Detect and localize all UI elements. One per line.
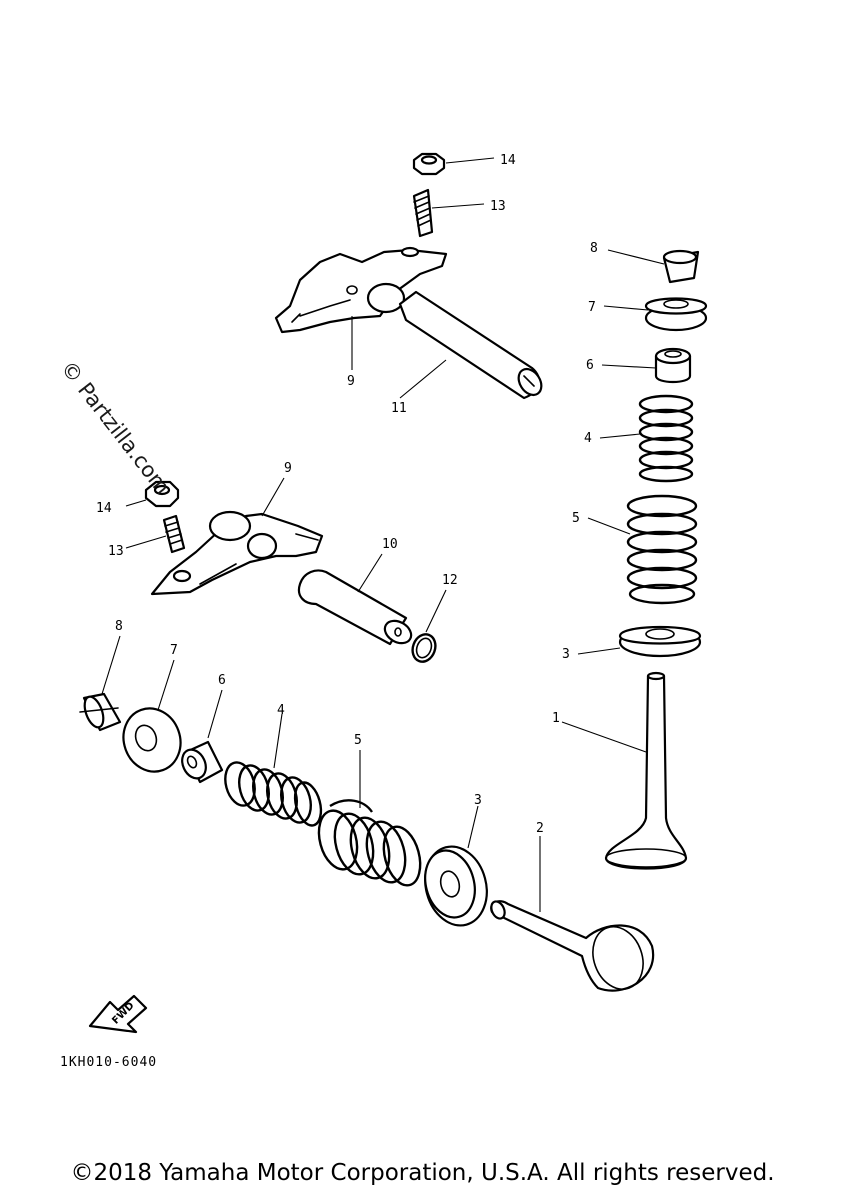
adjuster-screw-13-top <box>412 188 434 238</box>
valve-stem-seal-6-right <box>654 347 692 384</box>
rocker-shaft-11 <box>398 290 543 400</box>
nut-14-left <box>144 480 180 508</box>
valve-stem-seal-6-left <box>181 740 224 784</box>
callout-5-left: 5 <box>354 733 362 748</box>
valve-spring-5-left <box>317 799 422 887</box>
valve-cotter-8-left <box>79 692 122 732</box>
callout-1: 1 <box>552 711 560 726</box>
adjuster-screw-13-left <box>162 514 186 554</box>
callout-2: 2 <box>536 821 544 836</box>
callout-4-right: 4 <box>584 431 592 446</box>
rocker-arm-9-top <box>274 246 448 334</box>
valve-2 <box>490 900 655 992</box>
callout-6-right: 6 <box>586 358 594 373</box>
nut-14-top <box>412 152 446 176</box>
callout-9-top: 9 <box>347 374 355 389</box>
callout-13-top: 13 <box>490 199 506 214</box>
partzilla-watermark: © Partzilla.com <box>56 356 175 498</box>
valve-cotter-8-right <box>662 249 700 284</box>
fwd-arrow-icon: FWD <box>88 994 148 1034</box>
drawing-number: 1KH010-6040 <box>60 1055 157 1070</box>
o-ring-12 <box>411 633 437 663</box>
rocker-arm-9-left <box>150 510 324 596</box>
callout-10: 10 <box>382 537 398 552</box>
valve-spring-5-right <box>626 494 698 605</box>
callout-6-left: 6 <box>218 673 226 688</box>
callout-13-left: 13 <box>108 544 124 559</box>
callout-5-right: 5 <box>572 511 580 526</box>
callout-7-left: 7 <box>170 643 178 658</box>
callout-9-left: 9 <box>284 461 292 476</box>
callout-3-right: 3 <box>562 647 570 662</box>
callout-8-left: 8 <box>115 619 123 634</box>
callout-14-top: 14 <box>500 153 516 168</box>
callout-3-left: 3 <box>474 793 482 808</box>
leader-lines <box>101 157 665 912</box>
valve-1 <box>604 671 688 870</box>
callout-4-left: 4 <box>277 703 285 718</box>
callout-11: 11 <box>391 401 407 416</box>
callout-8-right: 8 <box>590 241 598 256</box>
valve-spring-4-right <box>638 394 694 483</box>
callout-12: 12 <box>442 573 458 588</box>
valve-spring-4-left <box>224 761 323 827</box>
spring-retainer-7-right <box>644 297 708 332</box>
spring-seat-3-right <box>618 625 702 658</box>
spring-retainer-7-left <box>122 707 182 773</box>
callout-7-right: 7 <box>588 300 596 315</box>
copyright-notice: ©2018 Yamaha Motor Corporation, U.S.A. A… <box>70 1160 775 1186</box>
rocker-shaft-10 <box>297 569 413 646</box>
callout-14-left: 14 <box>96 501 112 516</box>
spring-seat-3-left <box>424 845 488 927</box>
